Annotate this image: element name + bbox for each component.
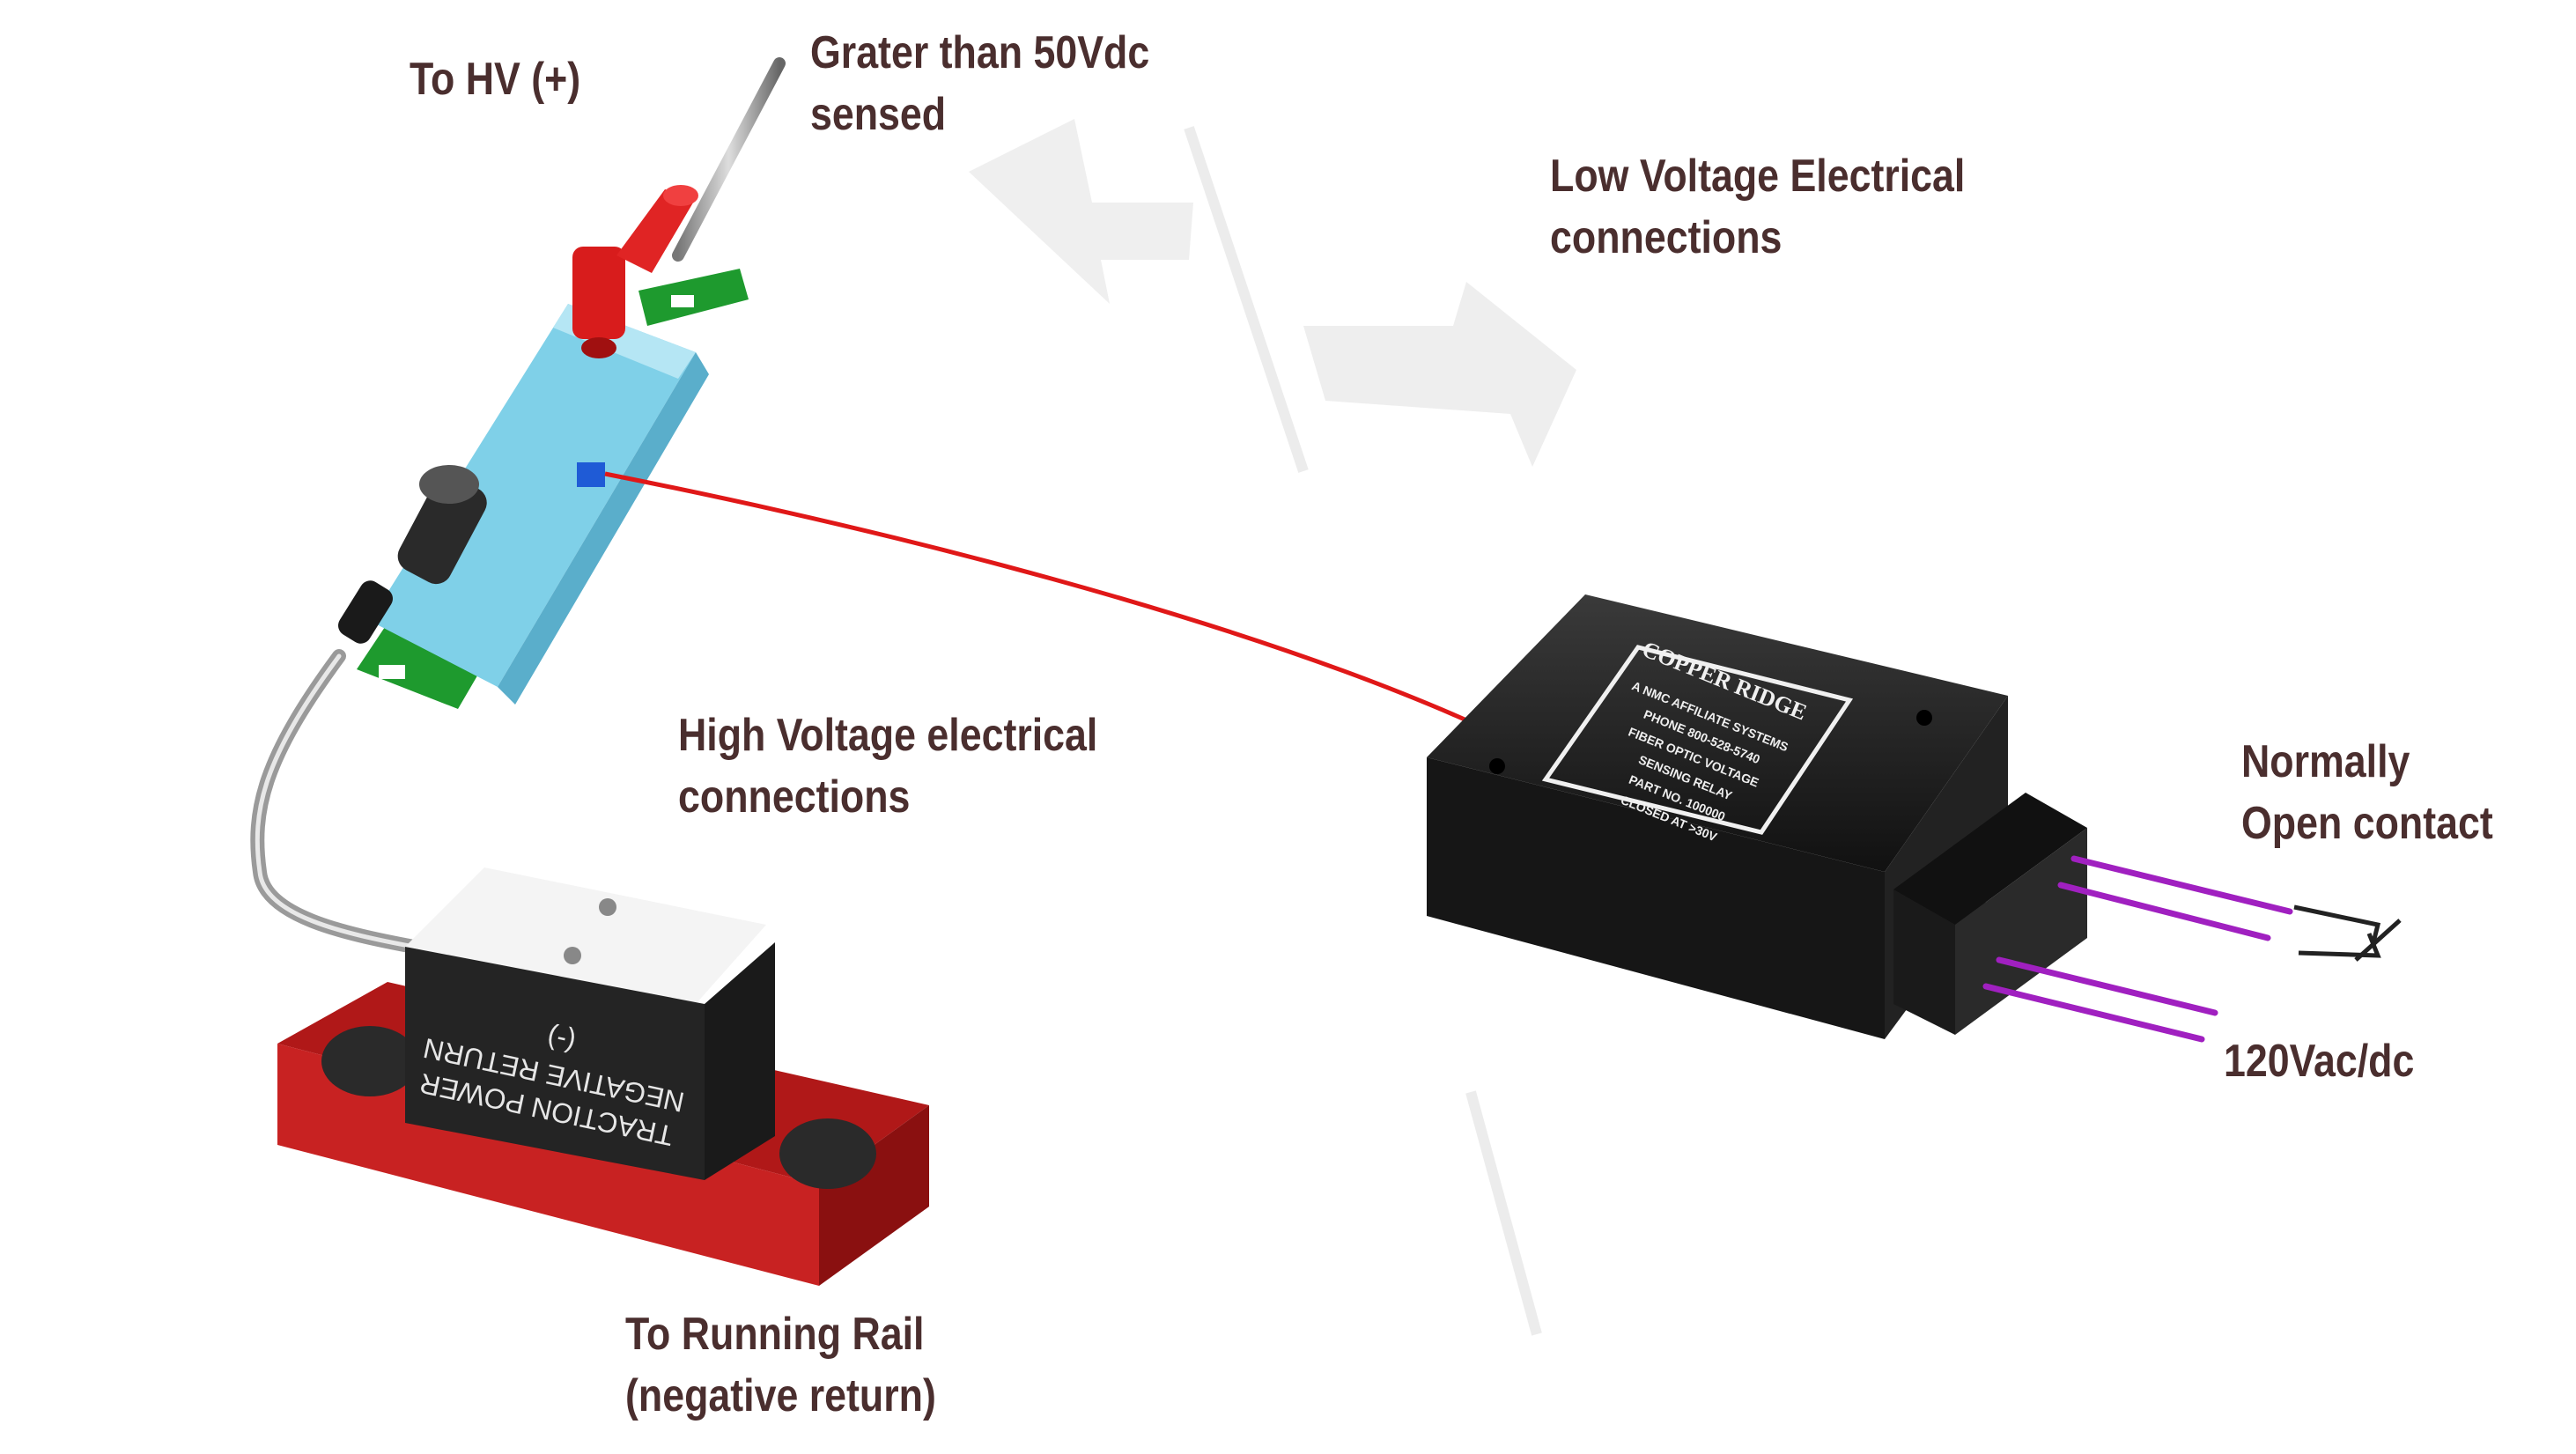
pcb-bottom [357,616,489,709]
normally-open-label: Normally Open contact [2241,731,2493,854]
low-voltage-line-1: Low Voltage Electrical [1550,151,1966,202]
high-voltage-label: High Voltage electrical connections [678,705,1097,828]
threshold-line-1: Grater than 50Vdc [810,27,1150,78]
fiber-optic-cable [604,471,1473,725]
hv-positive-label: To HV (+) [410,48,580,110]
clamp-label-line: (-) [544,1022,579,1059]
relay-output-wires [1982,855,2293,1043]
divider-line-watermark [1184,126,1542,1336]
fiber-connector [577,462,605,487]
running-rail-clamp [277,867,929,1286]
running-rail-line-1: To Running Rail [625,1309,925,1360]
hv-probe-cap [572,185,698,358]
low-voltage-label: Low Voltage Electrical connections [1550,145,1965,269]
normally-open-line-1: Normally [2241,736,2410,787]
clamp-label-plate [405,947,705,1180]
fiber-optic-relay-box [1427,594,2087,1039]
low-voltage-line-2: connections [1550,212,1783,263]
normally-open-line-2: Open contact [2241,798,2493,849]
relay-label-plate [1541,645,1854,835]
running-rail-label: To Running Rail (negative return) [625,1303,936,1427]
left-arrow-watermark [969,119,1193,304]
sensor-body [370,304,696,687]
hv-probe-rod [672,57,786,262]
normally-open-contact-symbol [2293,904,2402,962]
high-voltage-line-1: High Voltage electrical [678,710,1098,761]
supply-text: 120Vac/dc [2224,1036,2415,1087]
terminal-block [1893,889,1955,1035]
hv-positive-text: To HV (+) [410,54,581,105]
negative-lead-connector [338,465,487,644]
threshold-label: Grater than 50Vdc sensed [810,22,1149,145]
high-voltage-line-2: connections [678,771,911,823]
supply-label: 120Vac/dc [2224,1030,2414,1092]
right-arrow-watermark [1303,282,1576,467]
voltage-sensor-module [338,185,749,709]
running-rail-line-2: (negative return) [625,1370,936,1421]
threshold-line-2: sensed [810,89,947,140]
